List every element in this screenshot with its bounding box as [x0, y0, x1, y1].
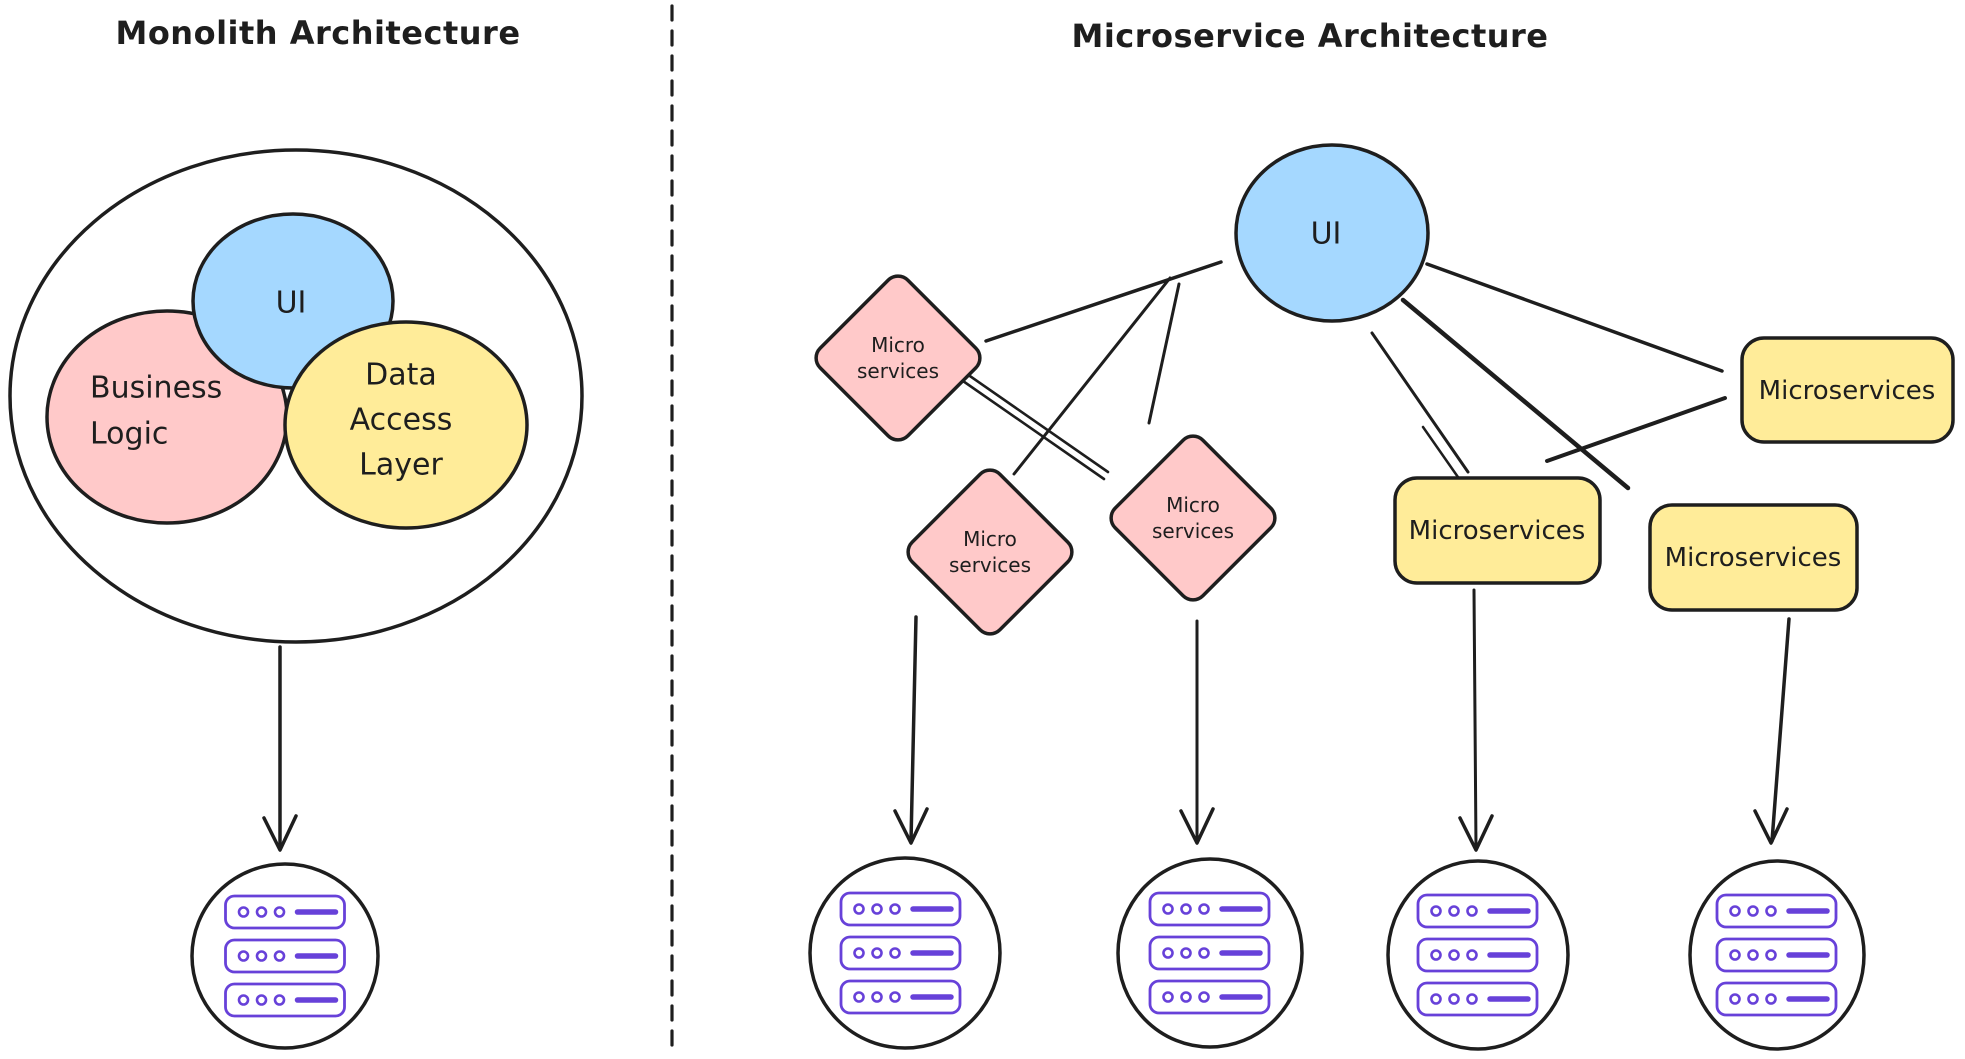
data-access-circle — [283, 320, 529, 530]
microservice-ui-label: UI — [1311, 217, 1342, 252]
diamond2-label-line1: Micro — [963, 527, 1017, 551]
server-stack-icon — [841, 893, 960, 1013]
business-logic-label-line2: Logic — [90, 417, 168, 452]
server-stack-icon — [1717, 895, 1836, 1015]
microservices-diamond-1 — [814, 274, 982, 442]
microservices-rect-1 — [1740, 336, 1955, 444]
rect2-label: Microservices — [1409, 516, 1586, 546]
microservices-diamond-1-shape — [814, 274, 982, 442]
data-access-label-line1: Data — [365, 358, 437, 393]
server-stack-icon — [226, 896, 345, 1016]
diamond3-label-line2: services — [1152, 519, 1234, 543]
connector-ui-to-rect2-double-stroke — [1421, 425, 1462, 482]
microservice-db-circle-3 — [1386, 859, 1570, 1051]
diamond2-to-db-arrow-shaft — [909, 615, 918, 843]
connector-ui-to-rect1 — [1425, 262, 1724, 373]
monolith-to-db-arrowhead — [262, 814, 298, 852]
microservice-db-circle-4 — [1688, 859, 1866, 1051]
microservice-db-circle-2 — [1116, 857, 1304, 1049]
diamond2-to-db-arrowhead — [893, 807, 929, 845]
connector-diamond1-to-diamond3-stroke2 — [961, 379, 1106, 481]
microservices-diamond-2 — [906, 468, 1074, 636]
microservice-section: Microservice Architecture UI Micro servi… — [808, 17, 1955, 1051]
diamond1-label-line2: services — [857, 359, 939, 383]
rect1-label: Microservices — [1759, 376, 1936, 406]
monolith-section: Monolith Architecture UI Business Logic … — [8, 14, 584, 1050]
monolith-ui-label: UI — [276, 286, 307, 321]
rect3-to-db-arrowhead — [1753, 807, 1789, 845]
rect3-label: Microservices — [1665, 543, 1842, 573]
server-stack-icon — [1418, 895, 1537, 1015]
diamond2-label-line2: services — [949, 553, 1031, 577]
microservices-rect-2 — [1393, 476, 1602, 585]
microservices-diamond-2-shape — [906, 468, 1074, 636]
data-access-label-line3: Layer — [359, 448, 443, 483]
diamond1-label-line1: Micro — [871, 333, 925, 357]
connector-diamond1-to-diamond3-stroke1 — [965, 372, 1110, 474]
connector-ui-to-diamond1 — [984, 260, 1223, 343]
microservices-rect-3 — [1648, 503, 1859, 612]
microservice-db-circle-1 — [808, 856, 1002, 1050]
connector-ui-to-diamond3 — [1147, 282, 1181, 425]
microservice-title: Microservice Architecture — [1071, 17, 1548, 55]
rect3-to-db-arrow-shaft — [1770, 617, 1791, 843]
connector-ui-to-rect3 — [1400, 297, 1631, 491]
microservices-diamond-3-shape — [1109, 434, 1277, 602]
diamond3-label-line1: Micro — [1166, 493, 1220, 517]
rect2-to-db-arrow-shaft — [1472, 588, 1478, 850]
monolith-title: Monolith Architecture — [115, 14, 520, 52]
business-logic-label-line1: Business — [90, 371, 222, 406]
monolith-db-circle — [190, 862, 380, 1050]
diamond3-to-db-arrowhead — [1179, 807, 1215, 845]
connector-ui-to-diamond2 — [1012, 276, 1172, 476]
data-access-label-line2: Access — [350, 403, 453, 438]
monolith-boundary-ellipse — [8, 148, 584, 644]
server-stack-icon — [1150, 893, 1269, 1013]
connector-ui-to-rect2 — [1370, 331, 1470, 474]
rect2-to-db-arrowhead — [1458, 814, 1494, 852]
connector-rect2-to-rect1 — [1545, 396, 1727, 463]
microservices-diamond-3 — [1109, 434, 1277, 602]
microservice-ui-circle — [1234, 143, 1430, 323]
